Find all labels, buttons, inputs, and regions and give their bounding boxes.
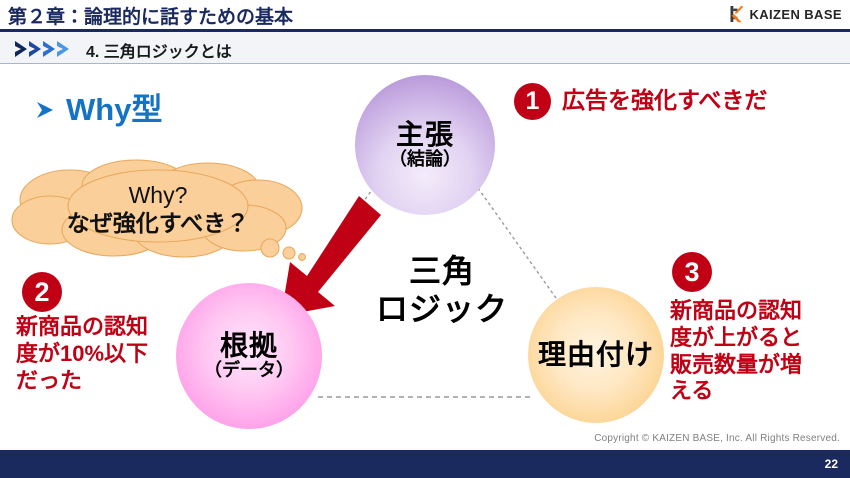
center-label-line-2: ロジック: [375, 290, 508, 327]
thought-cloud: Why? なぜ強化すべき？: [8, 156, 308, 262]
triple-chevron-right-icon: [14, 40, 78, 58]
cloud-line-1: Why?: [128, 181, 188, 208]
slide-header: 第２章：論理的に話すための基本 KAIZEN BASE: [0, 0, 850, 32]
header-rule: [0, 29, 850, 32]
kaizen-k-mark-icon: [725, 4, 745, 24]
annotation-3-line-1: 新商品の認知: [670, 298, 803, 323]
brand-logo: KAIZEN BASE: [725, 4, 842, 24]
why-type-label: Why型: [66, 92, 163, 127]
annotation-3-line-3: 販売数量が増: [670, 351, 803, 377]
arrow-bullet-icon: [34, 99, 56, 121]
annotation-badge-3: 3: [672, 252, 712, 292]
chapter-title: 第２章：論理的に話すための基本: [8, 7, 294, 28]
section-bar: [0, 32, 850, 64]
annotation-text-1: 広告を強化すべきだ: [562, 87, 767, 113]
why-type-heading: Why型: [34, 94, 162, 125]
section-title: 4. 三角ロジックとは: [86, 44, 232, 61]
circle-reason-title: 理由付け: [537, 339, 654, 371]
annotation-2-line-1: 新商品の認知: [16, 314, 149, 339]
circle-ground-subtitle: （データ）: [204, 360, 294, 381]
annotation-badge-1: 1: [514, 83, 551, 120]
annotation-1-line-1: 広告を強化すべきだ: [562, 87, 768, 113]
circle-ground-title: 根拠: [219, 329, 278, 361]
circle-claim-title: 主張: [395, 118, 454, 150]
annotation-text-2: 新商品の認知 度が10%以下 だった: [16, 314, 176, 394]
circle-ground: 根拠 （データ）: [176, 283, 322, 429]
center-label-line-1: 三角: [408, 253, 475, 289]
circle-claim-subtitle: （結論）: [389, 149, 461, 170]
brand-logo-text: KAIZEN BASE: [749, 6, 842, 22]
annotation-badge-2: 2: [22, 272, 62, 312]
page-number: 22: [824, 457, 838, 471]
annotation-2-line-2: 度が10%以下: [16, 340, 149, 366]
annotation-3-line-4: える: [670, 378, 714, 404]
copyright-text: Copyright © KAIZEN BASE, Inc. All Rights…: [594, 433, 840, 444]
footer-bar: [0, 450, 850, 478]
section-bar-rule: [0, 63, 850, 64]
center-label-triangle-logic: 三角 ロジック: [362, 253, 522, 329]
slide-body: Why型: [0, 64, 850, 435]
thought-cloud-shape: [11, 159, 306, 261]
cloud-line-2: なぜ強化すべき？: [66, 210, 250, 236]
circle-reason: 理由付け: [528, 287, 664, 423]
thought-cloud-text: Why? なぜ強化すべき？: [8, 156, 308, 262]
circle-claim: 主張 （結論）: [355, 75, 495, 215]
annotation-2-line-3: だった: [16, 367, 83, 393]
annotation-text-3: 新商品の認知 度が上がると 販売数量が増 える: [670, 298, 848, 405]
annotation-3-line-2: 度が上がると: [670, 324, 803, 350]
